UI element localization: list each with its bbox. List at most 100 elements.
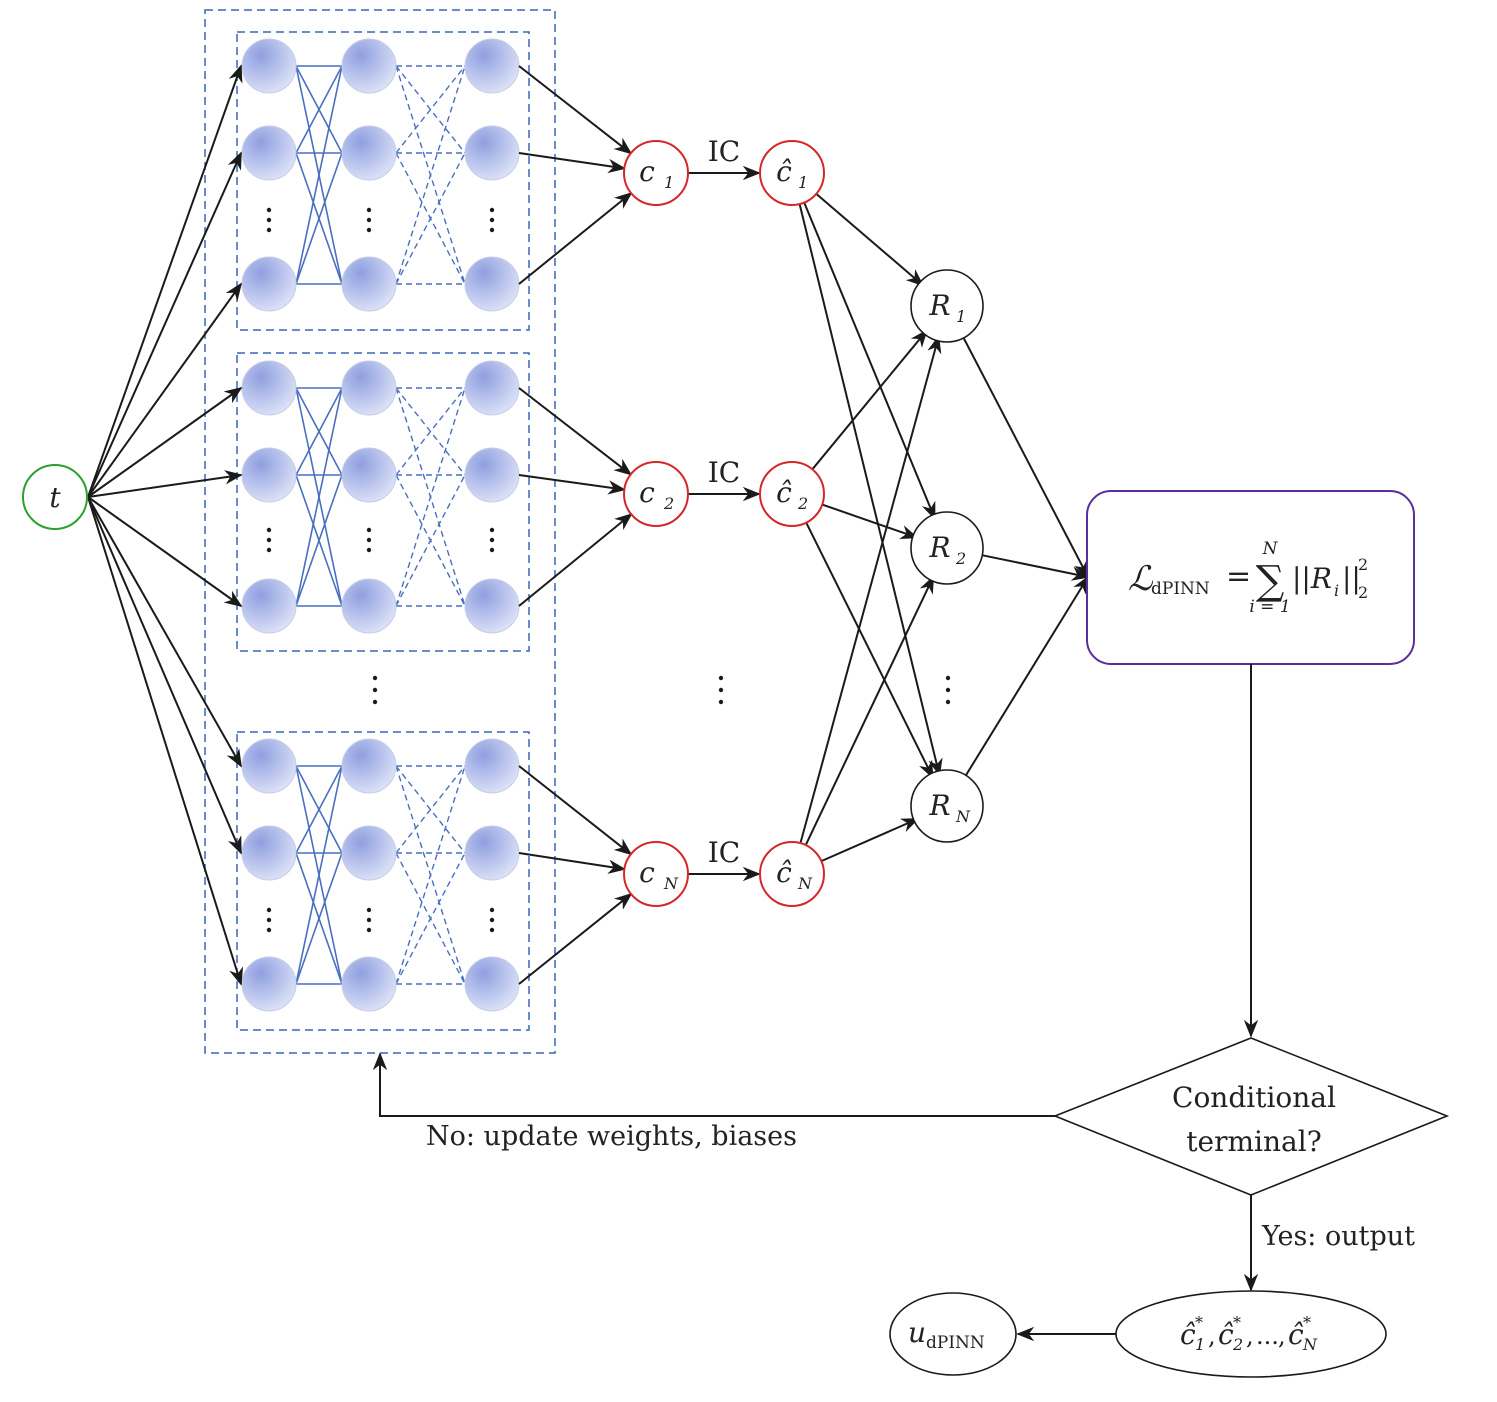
final-separator: , — [1278, 1322, 1286, 1350]
hidden-wire — [295, 152, 343, 285]
neuron — [241, 360, 297, 416]
neuron — [464, 738, 520, 794]
ellipsis-dot — [366, 537, 372, 543]
c-hat-symbol: ĉ — [776, 155, 792, 188]
c-hat-subscript: 2 — [797, 494, 808, 513]
final-ellipsis: ... — [1256, 1322, 1279, 1350]
ellipsis-dot — [366, 917, 372, 923]
input-edge — [87, 496, 243, 608]
neuron — [341, 738, 397, 794]
output-edge — [518, 765, 633, 856]
ellipsis-dot — [266, 537, 272, 543]
input-edge — [87, 470, 243, 498]
neuron — [341, 125, 397, 181]
residual-symbol: R — [928, 531, 950, 564]
input-edge — [87, 151, 242, 498]
residual-edge — [799, 335, 942, 844]
output-edge — [518, 152, 627, 174]
norm-body: ||R — [1292, 562, 1332, 595]
hidden-wire — [295, 765, 343, 854]
neuron — [464, 256, 520, 312]
neuron — [241, 578, 297, 634]
sub-networks — [204, 9, 951, 1054]
residual-edge — [798, 203, 943, 777]
hidden-wire — [295, 852, 343, 985]
residual-subscript: N — [955, 807, 971, 826]
neuron — [464, 447, 520, 503]
input-node-t: t — [22, 464, 88, 530]
sub-network-3 — [236, 731, 530, 1031]
input-edge — [87, 496, 242, 768]
output-edge — [518, 892, 633, 985]
sum-lower: i = 1 — [1249, 597, 1290, 617]
neuron — [241, 447, 297, 503]
final-value-sub: 2 — [1232, 1335, 1243, 1354]
neuron — [241, 825, 297, 881]
final-value-sub: N — [1302, 1335, 1318, 1354]
hidden-wire — [295, 65, 343, 285]
residual-edge — [805, 522, 934, 779]
input-edge — [87, 282, 243, 498]
residual-subscript: 2 — [955, 549, 966, 568]
c-hat-symbol: ĉ — [776, 856, 792, 889]
residual-symbol: R — [928, 789, 950, 822]
input-edge — [87, 386, 243, 498]
ellipsis-dot — [366, 907, 372, 913]
c-subscript: N — [663, 874, 679, 893]
no-label: No: update weights, biases — [426, 1121, 797, 1152]
ellipsis-dot — [266, 907, 272, 913]
neuron — [341, 360, 397, 416]
hidden-wire — [295, 65, 343, 154]
hidden-wire-dashed — [395, 852, 466, 985]
ellipsis-dot — [266, 527, 272, 533]
c-hat-symbol: ĉ — [776, 476, 792, 509]
final-output-ellipse: ĉ*1,ĉ*2,...,ĉ*N — [1115, 1290, 1387, 1378]
loss-edge — [962, 575, 1089, 780]
sub-network-2 — [236, 352, 530, 652]
residual-edge — [820, 817, 920, 863]
c-hat-subscript: 1 — [798, 173, 808, 192]
output-edge — [518, 65, 633, 155]
ic-label: IC — [708, 135, 740, 168]
neuron — [341, 956, 397, 1012]
input-edge — [87, 64, 243, 498]
final-value-sup: * — [1303, 1313, 1311, 1332]
residual-edge — [821, 503, 919, 539]
c-subscript: 1 — [664, 173, 674, 192]
neuron — [341, 825, 397, 881]
sub-network-box — [236, 352, 530, 652]
residual-edge — [803, 202, 936, 521]
final-value-base: ĉ — [1180, 1318, 1196, 1351]
final-value-base: ĉ — [1288, 1318, 1304, 1351]
ellipsis-dot — [266, 917, 272, 923]
decision-line-1: Conditional — [1172, 1081, 1336, 1114]
hidden-wire-dashed — [395, 474, 466, 607]
hidden-wire-dashed — [395, 152, 466, 285]
neuron — [241, 125, 297, 181]
input-edge — [87, 496, 242, 855]
residual-edge — [811, 329, 928, 470]
ellipsis-dot — [266, 547, 272, 553]
output-edge — [518, 513, 633, 607]
ellipsis-dot — [489, 547, 495, 553]
ellipsis-dot — [945, 675, 951, 681]
neuron — [464, 825, 520, 881]
hidden-wire-dashed — [395, 387, 466, 607]
loss-subscript: dPINN — [1151, 579, 1210, 599]
hidden-wire-dashed — [395, 65, 466, 285]
ellipsis-dot — [366, 927, 372, 933]
neuron — [464, 956, 520, 1012]
sub-network-box — [236, 31, 530, 331]
neuron — [341, 256, 397, 312]
hidden-wire-dashed — [395, 765, 466, 985]
c-hat-subscript: N — [797, 874, 813, 893]
neuron — [241, 256, 297, 312]
loss-box: ℒ dPINN = ∑ N i = 1 ||R i || 2 2 — [1086, 490, 1415, 665]
ellipsis-dot — [266, 227, 272, 233]
ellipsis-dot — [366, 207, 372, 213]
